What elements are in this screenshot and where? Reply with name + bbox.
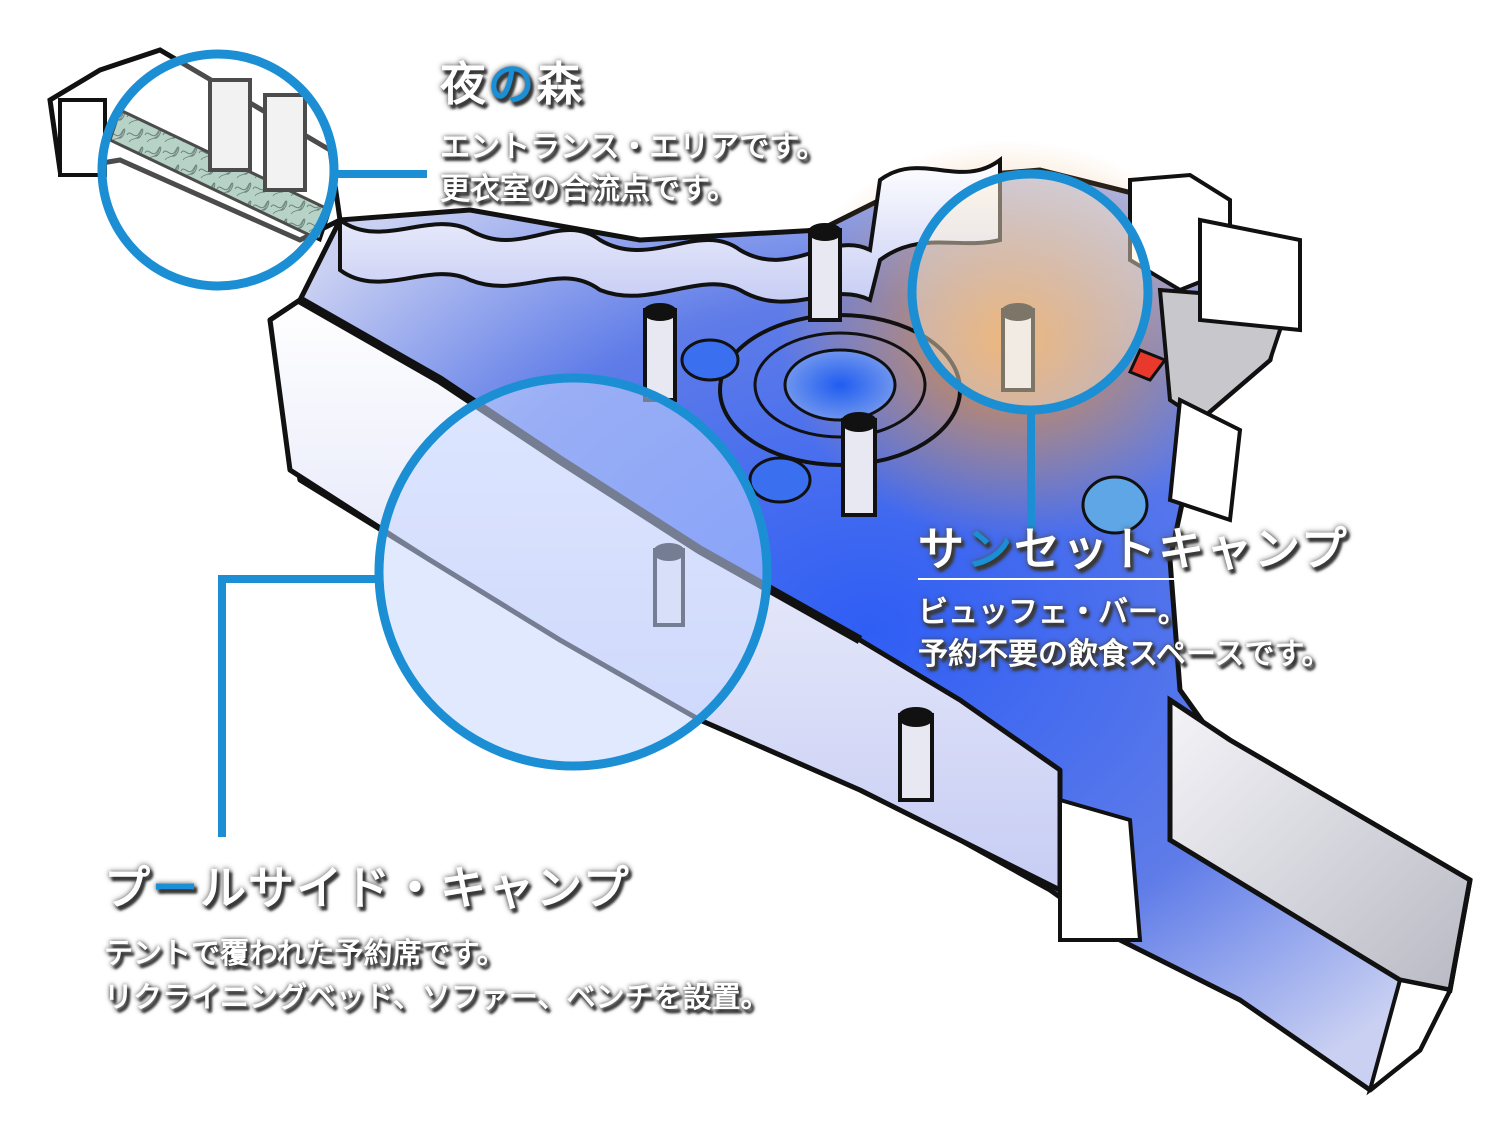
callout-sunset-camp: サンセットキャンプ ビュッフェ・バー。 予約不要の飲食スペースです。 (918, 523, 1349, 676)
callout-title: サンセットキャンプ (918, 523, 1349, 580)
callout-description: エントランス・エリアです。 更衣室の合流点です。 (440, 129, 827, 207)
callout-description: テントで覆われた予約席です。 リクライニングベッド、ソファー、ベンチを設置。 (104, 935, 770, 1014)
leader-line-sunset-camp (1027, 410, 1035, 530)
callout-title: プールサイド・キャンプ (104, 862, 770, 919)
leader-line-poolside-vertical (218, 575, 226, 837)
callout-yoru-no-mori: 夜の森 エントランス・エリアです。 更衣室の合流点です。 (440, 58, 827, 211)
callout-poolside-camp: プールサイド・キャンプ テントで覆われた予約席です。 リクライニングベッド、ソフ… (104, 862, 770, 1019)
callout-ring-poolside-camp (374, 373, 772, 771)
callout-title: 夜の森 (440, 58, 827, 115)
leader-line-poolside-horizontal (218, 575, 380, 583)
callout-ring-yoru-no-mori (97, 49, 339, 291)
leader-line-yoru-no-mori (334, 170, 427, 178)
callout-description: ビュッフェ・バー。 予約不要の飲食スペースです。 (918, 594, 1332, 672)
callout-ring-sunset-camp (907, 169, 1153, 415)
